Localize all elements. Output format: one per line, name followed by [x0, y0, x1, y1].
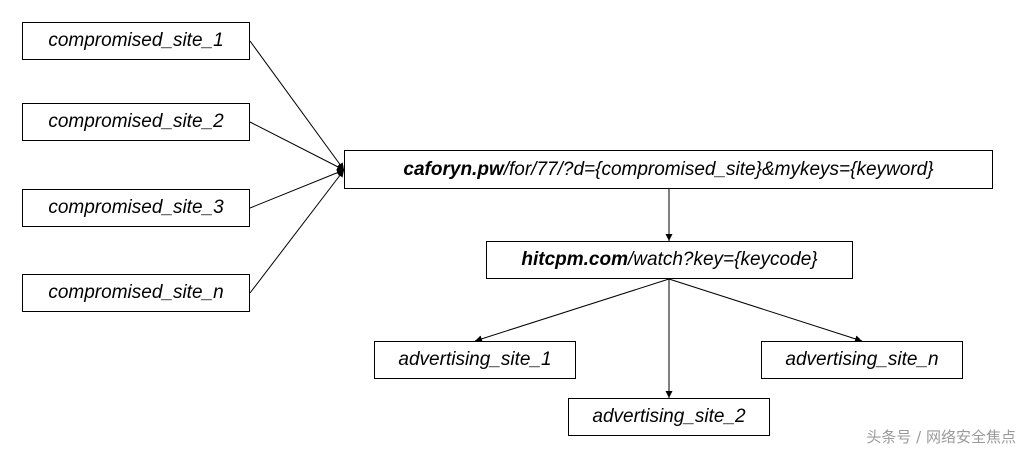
- edge-compromised-n-to-redirector: [249, 169, 345, 294]
- compromised-site-3-label: compromised_site_3: [48, 197, 224, 218]
- edge-compromised-3-to-redirector: [249, 169, 345, 209]
- advertising-site-2-node: advertising_site_2: [568, 398, 770, 436]
- advertising-site-1-node: advertising_site_1: [374, 341, 576, 379]
- compromised-site-n-label: compromised_site_n: [48, 282, 224, 303]
- redirector-path: /for/77/?d={compromised_site}&mykeys={ke…: [503, 158, 934, 180]
- ad-network-path: /watch?key={keycode}: [628, 249, 818, 270]
- ad-network-node: hitcpm.com/watch?key={keycode}: [486, 241, 853, 279]
- redirector-node: caforyn.pw/for/77/?d={compromised_site}&…: [344, 150, 993, 189]
- redirector-domain: caforyn.pw: [403, 158, 504, 180]
- compromised-site-2-label: compromised_site_2: [48, 111, 224, 132]
- edge-ad-network-to-advertising-1: [474, 278, 670, 343]
- edge-compromised-1-to-redirector: [249, 40, 345, 171]
- watermark-text: 头条号 / 网络安全焦点: [866, 428, 1016, 446]
- compromised-site-n-node: compromised_site_n: [22, 274, 250, 312]
- compromised-site-3-node: compromised_site_3: [22, 189, 250, 227]
- advertising-site-2-label: advertising_site_2: [592, 406, 746, 427]
- compromised-site-2-node: compromised_site_2: [22, 103, 250, 141]
- ad-network-domain: hitcpm.com: [521, 249, 628, 270]
- edge-compromised-2-to-redirector: [249, 121, 345, 171]
- advertising-site-n-node: advertising_site_n: [761, 341, 963, 379]
- advertising-site-1-label: advertising_site_1: [398, 349, 552, 370]
- advertising-site-n-label: advertising_site_n: [785, 349, 939, 370]
- compromised-site-1-node: compromised_site_1: [22, 22, 250, 60]
- edge-ad-network-to-advertising-n: [668, 278, 863, 343]
- compromised-site-1-label: compromised_site_1: [48, 30, 224, 51]
